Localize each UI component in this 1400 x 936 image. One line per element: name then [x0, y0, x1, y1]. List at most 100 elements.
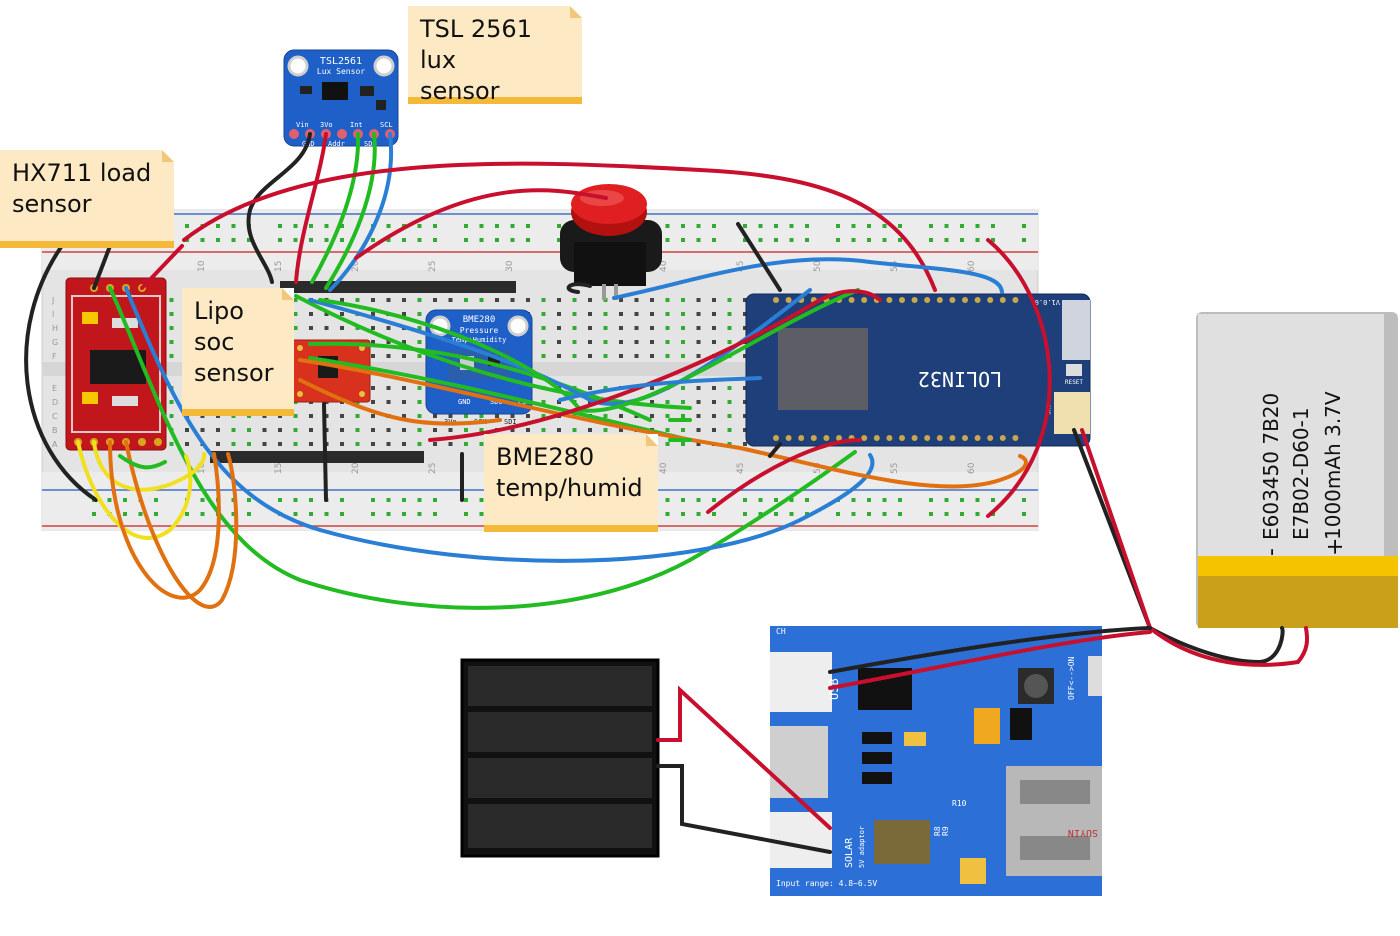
hx711-header-strip — [210, 451, 424, 463]
breadboard-hole — [402, 442, 406, 446]
breadboard-hole — [572, 326, 577, 330]
battery-connector — [1054, 392, 1090, 434]
esp-pin — [911, 435, 918, 441]
column-number: 60 — [967, 260, 977, 272]
breadboard-hole — [340, 428, 344, 432]
breadboard-hole — [805, 512, 809, 516]
breadboard-hole — [743, 498, 747, 502]
breadboard-hole — [324, 238, 329, 242]
breadboard-hole — [758, 512, 763, 516]
breadboard-hole — [154, 498, 158, 502]
breadboard-hole — [603, 340, 608, 344]
breadboard-hole — [851, 498, 856, 502]
breadboard-hole — [665, 498, 670, 502]
tsl-subtitle: Lux Sensor — [317, 67, 365, 76]
wire-orange-1 — [108, 440, 221, 600]
wire-red-bottom-short — [706, 438, 862, 514]
breadboard-hole — [696, 512, 701, 516]
breadboard-hole — [681, 312, 685, 316]
breadboard-hole — [665, 298, 670, 302]
breadboard-hole — [619, 298, 623, 302]
silk-suyin: SUYIN — [1068, 827, 1098, 838]
tsl-header-strip — [280, 281, 516, 293]
breadboard-hole — [665, 238, 670, 242]
breadboard-hole — [541, 312, 546, 316]
breadboard-hole — [92, 512, 96, 516]
breadboard-hole — [898, 498, 902, 502]
esp-pin — [886, 435, 893, 441]
breadboard-hole — [293, 498, 298, 502]
breadboard-hole — [309, 512, 313, 516]
breadboard-hole — [836, 238, 840, 242]
esp-pin — [1012, 435, 1019, 441]
breadboard-hole — [619, 312, 623, 316]
note-lipo-label: Lipo soc sensor — [182, 288, 294, 416]
breadboard-hole — [743, 414, 747, 418]
row-letter: E — [52, 384, 57, 393]
breadboard-hole — [417, 442, 422, 446]
breadboard-hole — [355, 442, 360, 446]
breadboard-hole — [774, 238, 778, 242]
breadboard-hole — [619, 326, 623, 330]
breadboard-hole — [665, 442, 670, 446]
wire-red-3v3 — [428, 289, 882, 442]
silk-r8: R8 — [933, 826, 942, 836]
breadboard-hole — [541, 298, 546, 302]
breadboard-hole — [324, 414, 329, 418]
breadboard-hole — [650, 312, 654, 316]
breadboard-hole — [712, 326, 716, 330]
power-switch[interactable] — [1088, 656, 1102, 696]
breadboard-hole — [293, 298, 298, 302]
esp-pin — [962, 297, 968, 303]
column-number: 45 — [736, 463, 746, 474]
esp-pin — [936, 297, 943, 303]
breadboard-hole — [712, 428, 716, 432]
breadboard-hole — [417, 414, 422, 418]
breadboard-hole — [510, 224, 515, 228]
breadboard-hole — [448, 428, 453, 432]
esp-pin — [1012, 297, 1019, 303]
lolin32-logo: LOLIN32 — [918, 367, 1002, 391]
breadboard-hole — [588, 326, 592, 330]
esp-pin — [974, 435, 981, 441]
breadboard-hole — [340, 512, 344, 516]
wire-red-top-arc — [182, 161, 937, 292]
breadboard-hole — [743, 238, 747, 242]
breadboard-hole — [758, 224, 763, 228]
breadboard-hole — [975, 238, 980, 242]
breadboard-hole — [340, 414, 344, 418]
breadboard-hole — [867, 224, 871, 228]
charger-logo-chip — [874, 820, 930, 864]
breadboard-hole — [712, 298, 716, 302]
column-number: 25 — [428, 261, 438, 272]
breadboard-hole — [743, 512, 747, 516]
breadboard-hole — [402, 386, 406, 390]
wire-red-to-button — [354, 188, 608, 260]
breadboard-hole — [526, 298, 530, 302]
breadboard-hole — [727, 312, 732, 316]
breadboard-hole — [293, 326, 298, 330]
breadboard-hole — [340, 298, 344, 302]
breadboard-hole — [696, 442, 701, 446]
breadboard-hole — [386, 326, 391, 330]
breadboard-hole — [588, 312, 592, 316]
breadboard-hole — [1022, 238, 1026, 242]
breadboard-hole — [526, 238, 530, 242]
breadboard-hole — [200, 512, 205, 516]
breadboard-hole — [836, 224, 840, 228]
breadboard-hole — [247, 498, 251, 502]
tsl-pin-vin: Vin — [296, 121, 309, 129]
breadboard-hole — [324, 326, 329, 330]
reset-button[interactable] — [1066, 364, 1082, 376]
wire-button-black — [566, 282, 592, 294]
breadboard-hole — [495, 298, 499, 302]
column-number: 50 — [813, 260, 823, 272]
breadboard-hole — [309, 326, 313, 330]
breadboard-hole — [169, 442, 174, 446]
breadboard-hole — [712, 498, 716, 502]
breadboard-hole — [619, 354, 623, 358]
wire-tsl-vin — [294, 132, 328, 284]
tsl-title: TSL2561 — [320, 56, 362, 67]
breadboard-hole — [774, 512, 778, 516]
breadboard-hole — [696, 326, 701, 330]
